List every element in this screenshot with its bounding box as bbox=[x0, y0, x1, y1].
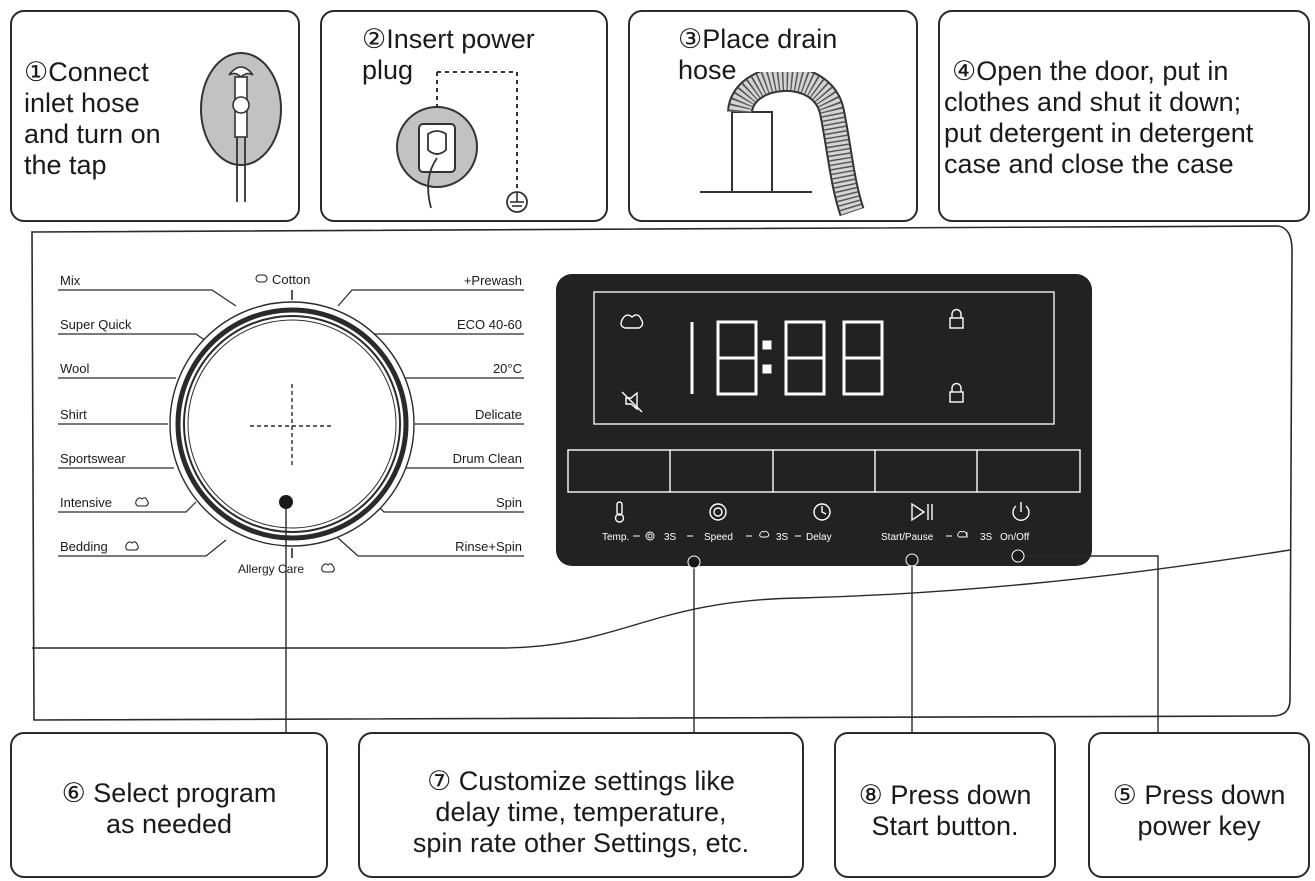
program-eco-40-60: ECO 40-60 bbox=[457, 317, 522, 332]
display-panel bbox=[556, 274, 1092, 566]
panel-curve bbox=[32, 549, 1291, 649]
step-5-box: ⑤ Press down power key bbox=[1088, 732, 1310, 878]
step-7-box: ⑦ Customize settings like delay time, te… bbox=[358, 732, 804, 878]
start-pointer-dot bbox=[905, 553, 919, 567]
program-cotton: Cotton bbox=[272, 272, 310, 287]
program-prewash: +Prewash bbox=[464, 273, 522, 288]
panel-outline bbox=[31, 225, 1293, 721]
program-super-quick: Super Quick bbox=[60, 317, 132, 332]
program-allergy-care: Allergy Care bbox=[238, 562, 304, 576]
start-pause-button[interactable] bbox=[876, 451, 976, 491]
button-mini-icons bbox=[645, 530, 968, 541]
start-pause-label: Start/Pause bbox=[881, 532, 934, 543]
program-delicate: Delicate bbox=[475, 407, 522, 422]
drain-hose-illustration bbox=[700, 72, 865, 217]
lcd-window bbox=[593, 291, 1055, 425]
temp-hold-label: 3S bbox=[664, 532, 677, 543]
digit-display bbox=[690, 320, 884, 396]
power-pointer-dot bbox=[1011, 549, 1025, 563]
delay-label: Delay bbox=[806, 532, 832, 543]
steam-icon bbox=[620, 314, 644, 329]
start-hold-label: 3S bbox=[980, 532, 993, 543]
speed-hold-label: 3S bbox=[776, 532, 789, 543]
step-4-text: ④Open the door, put in clothes and shut … bbox=[944, 56, 1254, 179]
step-1-box: ①Connect inlet hose and turn on the tap bbox=[10, 10, 300, 222]
step-4-box: ④Open the door, put in clothes and shut … bbox=[938, 10, 1310, 222]
program-sportswear: Sportswear bbox=[60, 451, 126, 466]
step-6-box: ⑥ Select program as needed bbox=[10, 732, 328, 878]
step-2-box: ②Insert power plug bbox=[320, 10, 608, 222]
power-icon bbox=[1012, 502, 1030, 521]
child-lock-icon bbox=[949, 308, 964, 329]
step-8-box: ⑧ Press down Start button. bbox=[834, 732, 1056, 878]
left-programs: Mix Super Quick Wool Shirt Sportswear In… bbox=[60, 273, 132, 554]
step-1-text: ①Connect inlet hose and turn on the tap bbox=[24, 57, 161, 180]
program-spin: Spin bbox=[496, 495, 522, 510]
play-pause-icon bbox=[911, 502, 933, 522]
step-3-text: ③Place drain hose bbox=[678, 24, 838, 85]
program-mix: Mix bbox=[60, 273, 81, 288]
steam-mark-allergy bbox=[321, 563, 335, 573]
left-program-lines bbox=[58, 289, 237, 557]
program-rinse-spin: Rinse+Spin bbox=[455, 539, 522, 554]
program-drum-clean: Drum Clean bbox=[453, 451, 522, 466]
speed-label: Speed bbox=[704, 532, 733, 543]
steam-marks-left bbox=[125, 497, 149, 551]
clock-icon bbox=[813, 503, 831, 521]
program-20c: 20°C bbox=[493, 361, 522, 376]
program-dial[interactable] bbox=[169, 290, 415, 558]
program-bedding: Bedding bbox=[60, 539, 108, 554]
speed-button[interactable] bbox=[671, 451, 772, 491]
connector-lines bbox=[285, 502, 1159, 736]
program-intensive: Intensive bbox=[60, 495, 112, 510]
tap-hose-illustration bbox=[200, 52, 282, 202]
thermometer-icon bbox=[614, 501, 625, 523]
delay-button[interactable] bbox=[774, 451, 874, 491]
step-6-text: ⑥ Select program as needed bbox=[61, 778, 277, 839]
dial-pointer-dot bbox=[279, 495, 293, 509]
on-off-label: On/Off bbox=[1000, 532, 1029, 543]
temp-label: Temp. bbox=[602, 532, 629, 543]
power-plug-illustration bbox=[396, 71, 528, 213]
speed-spiral-icon bbox=[709, 503, 727, 521]
settings-pointer-dot bbox=[687, 555, 701, 569]
on-off-button[interactable] bbox=[978, 451, 1079, 491]
program-wool: Wool bbox=[60, 361, 89, 376]
button-strip bbox=[567, 449, 1081, 493]
step-5-text: ⑤ Press down power key bbox=[1112, 780, 1286, 841]
step-8-text: ⑧ Press down Start button. bbox=[858, 780, 1032, 841]
cotton-icon bbox=[255, 274, 268, 283]
program-shirt: Shirt bbox=[60, 407, 87, 422]
step-2-text: ②Insert power plug bbox=[362, 24, 535, 85]
door-lock-icon bbox=[949, 382, 964, 403]
temp-button[interactable] bbox=[569, 451, 669, 491]
right-programs: +Prewash ECO 40-60 20°C Delicate Drum Cl… bbox=[453, 273, 522, 554]
mute-icon bbox=[621, 391, 643, 413]
step-7-text: ⑦ Customize settings like delay time, te… bbox=[412, 766, 750, 858]
step-3-box: ③Place drain hose bbox=[628, 10, 918, 222]
